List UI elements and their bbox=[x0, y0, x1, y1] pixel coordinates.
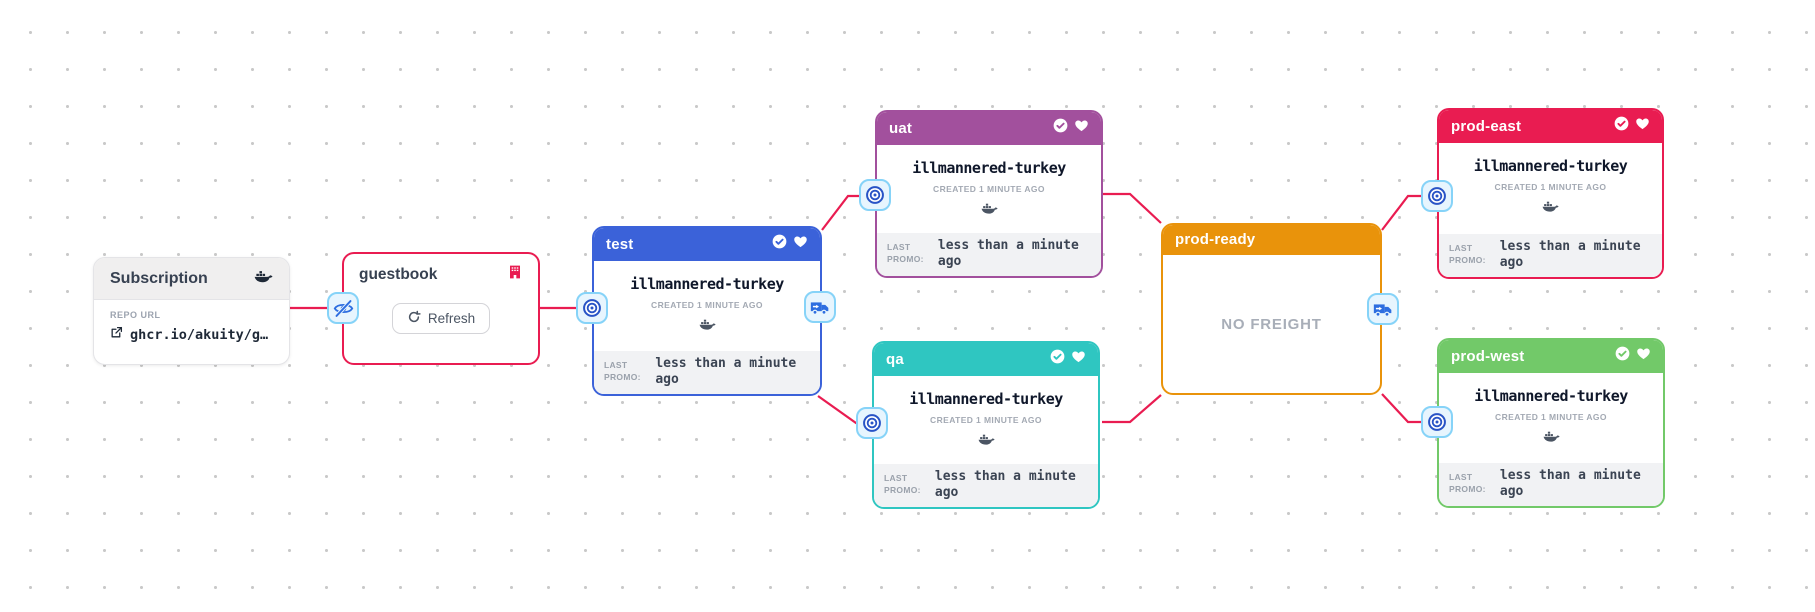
healthy-heart-icon bbox=[793, 234, 808, 254]
freight-summary: illmannered-turkey CREATED 1 MINUTE AGO bbox=[1439, 373, 1663, 463]
stage-name: qa bbox=[886, 350, 904, 368]
last-promo-label: LAST PROMO: bbox=[1449, 243, 1486, 265]
subscription-card[interactable]: Subscription REPO URL ghcr.io/akuity/g… bbox=[93, 257, 290, 365]
stage-footer: LAST PROMO: less than a minute ago bbox=[1439, 462, 1663, 506]
docker-icon bbox=[1543, 430, 1560, 448]
docker-icon bbox=[978, 433, 995, 451]
freight-summary: illmannered-turkey CREATED 1 MINUTE AGO bbox=[1439, 143, 1662, 234]
stage-status bbox=[1050, 349, 1086, 369]
last-promo-value: less than a minute ago bbox=[937, 237, 1079, 269]
last-promo-value: less than a minute ago bbox=[1499, 467, 1641, 499]
stage-footer: LAST PROMO: less than a minute ago bbox=[1439, 233, 1662, 277]
stage-header: test bbox=[594, 228, 820, 261]
healthy-heart-icon bbox=[1635, 116, 1650, 136]
freight-summary: illmannered-turkey CREATED 1 MINUTE AGO bbox=[874, 376, 1098, 464]
stage-status bbox=[1615, 346, 1651, 366]
repo-url-value: ghcr.io/akuity/g… bbox=[130, 327, 269, 343]
stage-card-qa[interactable]: qa illmannered-turkey CREATED 1 MINUTE A… bbox=[872, 341, 1100, 509]
subscription-title: Subscription bbox=[110, 269, 208, 287]
warehouse-header: guestbook bbox=[344, 254, 538, 291]
docker-icon bbox=[981, 202, 998, 220]
healthy-heart-icon bbox=[1636, 346, 1651, 366]
last-promo-label: LAST PROMO: bbox=[884, 473, 921, 495]
freight-name[interactable]: illmannered-turkey bbox=[1473, 157, 1628, 175]
stage-card-prod-ready[interactable]: prod-ready NO FREIGHT bbox=[1161, 223, 1382, 395]
refresh-button[interactable]: Refresh bbox=[391, 303, 491, 334]
warehouse-card-guestbook[interactable]: guestbook Refresh bbox=[342, 252, 540, 365]
refresh-button-label: Refresh bbox=[427, 311, 476, 326]
freight-truck-icon[interactable] bbox=[804, 291, 836, 323]
docker-icon bbox=[254, 269, 273, 289]
stage-card-test[interactable]: test illmannered-turkey CREATED 1 MINUTE… bbox=[592, 226, 822, 396]
stage-footer: LAST PROMO: less than a minute ago bbox=[594, 350, 820, 394]
freight-name[interactable]: illmannered-turkey bbox=[909, 390, 1063, 408]
freight-name[interactable]: illmannered-turkey bbox=[1474, 387, 1628, 405]
last-promo-label: LAST PROMO: bbox=[1449, 472, 1486, 494]
stage-footer: LAST PROMO: less than a minute ago bbox=[877, 232, 1101, 276]
warehouse-icon bbox=[507, 264, 523, 285]
warehouse-title: guestbook bbox=[359, 265, 438, 283]
warehouse-body: Refresh bbox=[344, 291, 538, 334]
healthy-heart-icon bbox=[1074, 118, 1089, 138]
stage-status bbox=[772, 234, 808, 254]
verified-check-icon bbox=[1614, 116, 1629, 136]
stage-card-prod-west[interactable]: prod-west illmannered-turkey CREATED 1 M… bbox=[1437, 338, 1665, 508]
eye-slash-icon[interactable] bbox=[327, 292, 359, 324]
external-link-icon bbox=[110, 326, 123, 344]
stage-card-uat[interactable]: uat illmannered-turkey CREATED 1 MINUTE … bbox=[875, 110, 1103, 278]
repo-url-link[interactable]: ghcr.io/akuity/g… bbox=[110, 326, 273, 344]
last-promo-value: less than a minute ago bbox=[934, 468, 1076, 500]
stage-header: prod-west bbox=[1439, 340, 1663, 373]
freight-created-label: CREATED 1 MINUTE AGO bbox=[651, 300, 763, 310]
freight-summary: illmannered-turkey CREATED 1 MINUTE AGO bbox=[594, 261, 820, 351]
target-icon[interactable] bbox=[1421, 180, 1453, 212]
no-freight-label: NO FREIGHT bbox=[1221, 315, 1322, 333]
stage-name: uat bbox=[889, 119, 913, 137]
subscription-header: Subscription bbox=[94, 258, 289, 300]
target-icon[interactable] bbox=[856, 407, 888, 439]
repo-url-label: REPO URL bbox=[110, 310, 161, 320]
verified-check-icon bbox=[1050, 349, 1065, 369]
verified-check-icon bbox=[1053, 118, 1068, 138]
refresh-icon bbox=[407, 310, 421, 327]
stage-name: prod-west bbox=[1451, 347, 1525, 365]
last-promo-label: LAST PROMO: bbox=[887, 242, 924, 264]
freight-name[interactable]: illmannered-turkey bbox=[630, 275, 784, 293]
target-icon[interactable] bbox=[576, 292, 608, 324]
stage-header: prod-ready bbox=[1163, 225, 1380, 255]
verified-check-icon bbox=[772, 234, 787, 254]
target-icon[interactable] bbox=[1421, 406, 1453, 438]
freight-created-label: CREATED 1 MINUTE AGO bbox=[930, 415, 1042, 425]
stage-status bbox=[1614, 116, 1650, 136]
freight-created-label: CREATED 1 MINUTE AGO bbox=[1494, 182, 1607, 192]
stage-name: prod-ready bbox=[1175, 231, 1256, 248]
stage-footer: LAST PROMO: less than a minute ago bbox=[874, 463, 1098, 507]
healthy-heart-icon bbox=[1071, 349, 1086, 369]
stage-name: prod-east bbox=[1451, 117, 1522, 135]
freight-truck-icon[interactable] bbox=[1367, 293, 1399, 325]
freight-name[interactable]: illmannered-turkey bbox=[912, 159, 1066, 177]
stage-card-prod-east[interactable]: prod-east illmannered-turkey CREATED 1 M… bbox=[1437, 108, 1664, 279]
stage-header: qa bbox=[874, 343, 1098, 376]
docker-icon bbox=[699, 318, 716, 336]
freight-created-label: CREATED 1 MINUTE AGO bbox=[933, 184, 1045, 194]
stage-header: prod-east bbox=[1439, 110, 1662, 143]
stage-status bbox=[1053, 118, 1089, 138]
target-icon[interactable] bbox=[859, 179, 891, 211]
stage-header: uat bbox=[877, 112, 1101, 145]
freight-created-label: CREATED 1 MINUTE AGO bbox=[1495, 412, 1607, 422]
last-promo-value: less than a minute ago bbox=[1499, 238, 1641, 270]
freight-summary: illmannered-turkey CREATED 1 MINUTE AGO bbox=[877, 145, 1101, 233]
last-promo-label: LAST PROMO: bbox=[604, 360, 641, 382]
stage-name: test bbox=[606, 235, 634, 253]
subscription-body: REPO URL ghcr.io/akuity/g… bbox=[94, 300, 289, 352]
last-promo-value: less than a minute ago bbox=[655, 355, 797, 387]
docker-icon bbox=[1542, 200, 1559, 218]
verified-check-icon bbox=[1615, 346, 1630, 366]
